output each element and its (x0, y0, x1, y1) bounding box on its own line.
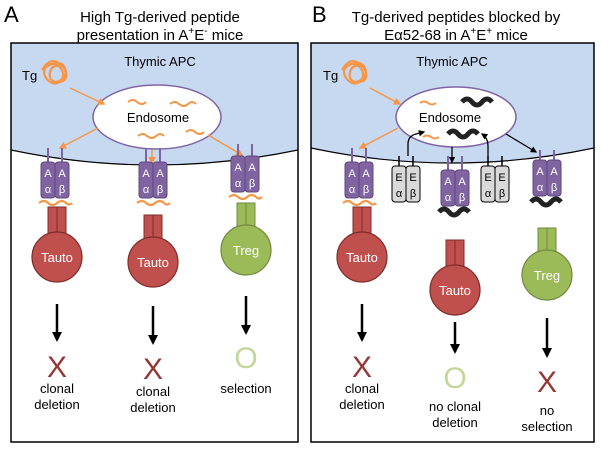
treg-cell-b3: Treg (521, 227, 573, 301)
outcome-symbol-b2: O (443, 362, 466, 395)
panel-b: B Tg-derived peptides blocked by Eα52-68… (310, 2, 595, 443)
endosome-label-b: Endosome (419, 110, 481, 125)
svg-text:α: α (485, 188, 492, 200)
svg-text:A: A (348, 168, 356, 180)
tauto-cell-b1: Tauto (336, 206, 388, 283)
svg-text:β: β (459, 192, 465, 204)
svg-text:A: A (58, 168, 66, 180)
mhc-class-ii-ea-b4: E α E β (480, 156, 510, 203)
mhc-class-ii-ab-b3: A α A β (437, 156, 471, 218)
svg-text:E: E (484, 172, 491, 184)
outcome-text-a2-line2: deletion (130, 400, 176, 415)
load-arrow-a3 (207, 134, 244, 156)
tg-label-b: Tg (323, 68, 338, 83)
mhc-class-ii-ab-b1: A α A β (342, 148, 377, 207)
svg-text:Tauto: Tauto (439, 283, 471, 298)
load-arrow-a1 (58, 127, 99, 149)
svg-text:α: α (445, 192, 452, 204)
tauto-cell-b2: Tauto (429, 239, 481, 316)
mhc-class-ii-ea-b2: E α E β (391, 156, 421, 203)
svg-text:Treg: Treg (534, 268, 560, 283)
svg-text:A: A (44, 168, 52, 180)
outcome-symbol-b1: X (352, 351, 372, 384)
outcome-text-a1-line2: deletion (34, 397, 80, 412)
thymic-apc-label-a: Thymic APC (124, 54, 196, 69)
svg-text:β: β (499, 188, 505, 200)
outcome-text-b1-line1: clonal (345, 381, 379, 396)
svg-text:α: α (45, 184, 52, 196)
ea-load-arrow-2 (480, 133, 489, 156)
panel-b-title-line1: Tg-derived peptides blocked by (352, 9, 561, 26)
tauto-cell-a1: Tauto (31, 206, 83, 283)
panel-a-frame (10, 42, 299, 443)
svg-text:A: A (362, 168, 370, 180)
svg-text:β: β (157, 184, 163, 196)
svg-text:A: A (248, 162, 256, 174)
mhc-class-ii-ab-a2: A α A β (136, 148, 171, 207)
svg-text:α: α (143, 184, 150, 196)
outcome-text-a3-line1: selection (220, 381, 271, 396)
svg-text:A: A (536, 166, 544, 178)
svg-text:A: A (444, 176, 452, 188)
svg-text:α: α (235, 178, 242, 190)
svg-text:A: A (458, 176, 466, 188)
svg-text:α: α (349, 184, 356, 196)
panel-b-frame (310, 42, 595, 443)
panel-a-title-line2: presentation in A+E- mice (77, 26, 244, 44)
outcome-symbol-a3: O (234, 342, 257, 375)
panel-a-letter: A (4, 2, 19, 27)
tg-uptake-arrow-b (369, 87, 402, 105)
svg-text:β: β (551, 182, 557, 194)
outcome-text-b2-line2: deletion (432, 415, 478, 430)
tauto-cell-a2: Tauto (127, 214, 179, 288)
svg-text:β: β (410, 188, 416, 200)
panel-b-letter: B (312, 2, 327, 27)
outcome-symbol-a1: X (47, 351, 67, 384)
mhc-class-ii-ab-a1: A α A β (38, 148, 73, 207)
endosome-label-a: Endosome (127, 110, 189, 125)
svg-text:α: α (537, 182, 544, 194)
treg-cell-a3: Treg (220, 202, 272, 276)
ea-load-arrow-1 (407, 130, 426, 156)
outcome-text-b1-line2: deletion (339, 397, 385, 412)
outcome-text-a2-line1: clonal (136, 384, 170, 399)
svg-text:E: E (498, 172, 505, 184)
svg-text:β: β (363, 184, 369, 196)
panel-a-title-line1: High Tg-derived peptide (80, 9, 240, 26)
outcome-symbol-b3: X (537, 366, 557, 399)
outcome-text-b3-line1: no (540, 403, 554, 418)
load-arrow-b1 (358, 127, 399, 149)
mhc-class-ii-ab-a3: A α A β (228, 144, 263, 201)
tg-label-a: Tg (22, 68, 37, 83)
outcome-text-a1-line1: clonal (40, 381, 74, 396)
svg-text:Tauto: Tauto (346, 250, 378, 265)
load-arrow-b3 (505, 133, 538, 153)
outcome-symbol-a2: X (143, 353, 163, 386)
svg-text:Tauto: Tauto (137, 255, 169, 270)
svg-text:β: β (249, 178, 255, 190)
peptide-fragments-a (127, 99, 205, 139)
thymic-apc-label-b: Thymic APC (416, 54, 488, 69)
tg-protein-icon-b (341, 60, 368, 85)
outcome-text-b3-line2: selection (521, 419, 572, 434)
endosome-a (92, 84, 222, 150)
svg-text:E: E (409, 172, 416, 184)
peptide-fragments-b (419, 96, 494, 140)
svg-text:β: β (59, 184, 65, 196)
tg-protein-icon-a (41, 60, 68, 85)
svg-text:A: A (234, 162, 242, 174)
panel-b-title-line2: Eα52-68 in A+E+ mice (384, 26, 528, 44)
svg-text:Treg: Treg (233, 243, 259, 258)
tg-uptake-arrow-a (69, 87, 106, 105)
svg-text:A: A (550, 166, 558, 178)
panel-a: A High Tg-derived peptide presentation i… (4, 2, 299, 443)
outcome-text-b2-line1: no clonal (429, 399, 481, 414)
svg-text:Tauto: Tauto (41, 250, 73, 265)
svg-text:α: α (396, 188, 403, 200)
svg-text:E: E (395, 172, 402, 184)
svg-text:A: A (156, 168, 164, 180)
svg-text:A: A (142, 168, 150, 180)
mhc-class-ii-ab-b5: A α A β (529, 150, 563, 208)
